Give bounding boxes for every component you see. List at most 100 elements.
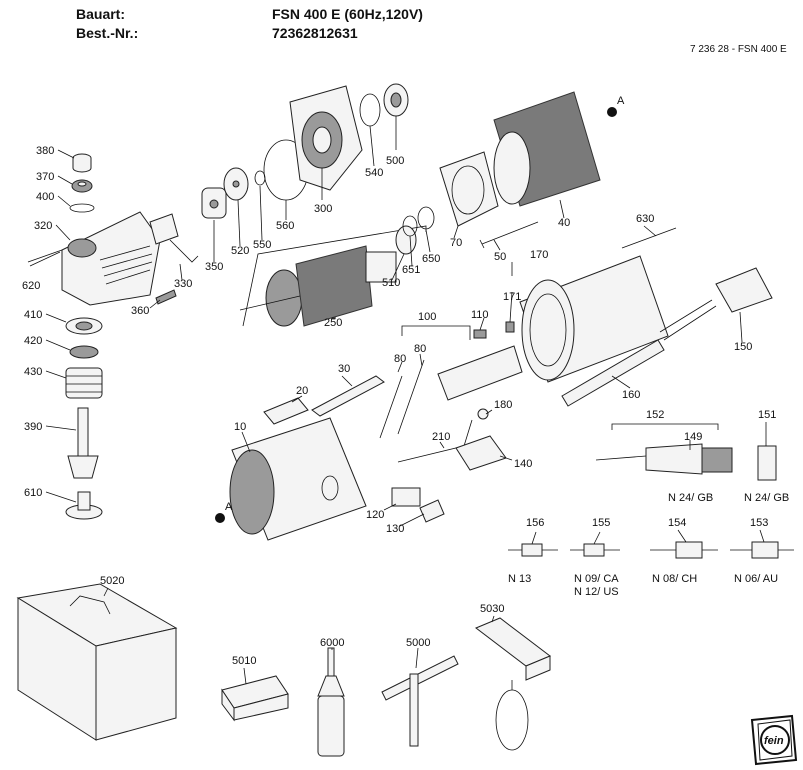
part-360-drawing [155, 289, 177, 305]
part-370-drawing [71, 179, 93, 193]
part-152-drawing [595, 423, 733, 475]
connection-marker-a-top: A [607, 95, 625, 117]
part-label-510: 510 [382, 277, 400, 289]
part-430-drawing [65, 367, 103, 399]
part-label-410: 410 [24, 309, 42, 321]
part-label-149: 149 [684, 431, 702, 443]
part-label-20: 20 [296, 385, 308, 397]
doc-reference: 7 236 28 - FSN 400 E [690, 44, 787, 55]
part-150-drawing [659, 267, 773, 341]
plug-label-n12us: N 12/ US [574, 586, 619, 598]
part-label-171: 171 [503, 291, 521, 303]
part-70-drawing [439, 151, 499, 227]
plug-label-n24gb-151: N 24/ GB [744, 492, 789, 504]
part-620-drawing [27, 249, 63, 267]
part-50-drawing [479, 221, 539, 249]
bestnr-value: 72362812631 [272, 25, 358, 41]
part-5020-drawing [16, 583, 178, 741]
part-10-drawing [229, 417, 367, 541]
part-label-550: 550 [253, 239, 271, 251]
part-5010-drawing [221, 675, 289, 722]
part-label-620: 620 [22, 280, 40, 292]
part-153-body [751, 541, 779, 559]
part-650-drawing [417, 206, 435, 230]
fein-logo-text: fein [764, 735, 784, 747]
bauart-label: Bauart: [76, 6, 126, 22]
part-label-370: 370 [36, 171, 54, 183]
part-540-drawing [359, 93, 381, 127]
connection-marker-a-bottom: A [215, 501, 233, 523]
part-label-390: 390 [24, 421, 42, 433]
part-380-drawing [72, 153, 92, 173]
part-160-drawing [561, 339, 665, 407]
part-label-5000: 5000 [406, 637, 430, 649]
part-label-6000: 6000 [320, 637, 344, 649]
part-label-5010: 5010 [232, 655, 256, 667]
part-410-drawing [65, 317, 103, 335]
part-label-40: 40 [558, 217, 570, 229]
part-350-drawing [201, 187, 227, 219]
part-100-drawing [401, 325, 523, 401]
part-label-360: 360 [131, 305, 149, 317]
part-label-160: 160 [622, 389, 640, 401]
part-label-520: 520 [231, 245, 249, 257]
part-40-drawing [493, 91, 601, 207]
part-label-155: 155 [592, 517, 610, 529]
fein-logo: fein [750, 714, 798, 766]
part-171-drawing [505, 321, 515, 333]
part-6000-drawing [317, 647, 345, 757]
part-label-110: 110 [471, 309, 489, 321]
part-label-80a: 80 [394, 353, 406, 365]
part-label-152: 152 [646, 409, 664, 421]
part-label-180: 180 [494, 399, 512, 411]
part-label-30: 30 [338, 363, 350, 375]
part-154-body [675, 541, 703, 559]
part-151-drawing [757, 445, 777, 481]
part-label-150: 150 [734, 341, 752, 353]
part-label-130: 130 [386, 523, 404, 535]
bestnr-label: Best.-Nr.: [76, 25, 139, 41]
part-label-400: 400 [36, 191, 54, 203]
part-label-210: 210 [432, 431, 450, 443]
part-label-170: 170 [530, 249, 548, 261]
plug-label-n13: N 13 [508, 573, 531, 585]
part-label-300: 300 [314, 203, 332, 215]
svg-text:A: A [617, 95, 625, 107]
part-label-154: 154 [668, 517, 686, 529]
part-label-651: 651 [402, 264, 420, 276]
part-label-350: 350 [205, 261, 223, 273]
part-110-drawing [473, 329, 487, 339]
part-80-drawing [379, 359, 425, 439]
part-300-drawing [289, 85, 363, 191]
part-label-156: 156 [526, 517, 544, 529]
bauart-value: FSN 400 E (60Hz,120V) [272, 6, 423, 22]
part-label-5030: 5030 [480, 603, 504, 615]
part-5030-drawing [475, 617, 551, 751]
part-label-610: 610 [24, 487, 42, 499]
part-label-330: 330 [174, 278, 192, 290]
part-label-100: 100 [418, 311, 436, 323]
part-label-560: 560 [276, 220, 294, 232]
part-label-153: 153 [750, 517, 768, 529]
part-label-380: 380 [36, 145, 54, 157]
part-label-420: 420 [24, 335, 42, 347]
part-400-drawing [69, 203, 95, 213]
part-140-drawing [455, 435, 507, 471]
part-label-630: 630 [636, 213, 654, 225]
plug-label-n08ch: N 08/ CH [652, 573, 697, 585]
part-130-drawing [419, 499, 445, 523]
part-120-drawing [391, 487, 421, 507]
part-330-drawing [149, 213, 199, 263]
svg-text:A: A [225, 501, 233, 513]
part-label-5020: 5020 [100, 575, 124, 587]
plug-label-n24gb-149: N 24/ GB [668, 492, 713, 504]
part-label-70: 70 [450, 237, 462, 249]
part-610-drawing [65, 491, 103, 520]
part-250-drawing [239, 225, 427, 327]
part-320-drawing [61, 211, 161, 306]
part-label-250: 250 [324, 317, 342, 329]
part-label-151: 151 [758, 409, 776, 421]
plug-label-n06au: N 06/ AU [734, 573, 778, 585]
part-number-labels: 380 370 400 320 620 410 420 430 390 610 … [22, 145, 776, 667]
